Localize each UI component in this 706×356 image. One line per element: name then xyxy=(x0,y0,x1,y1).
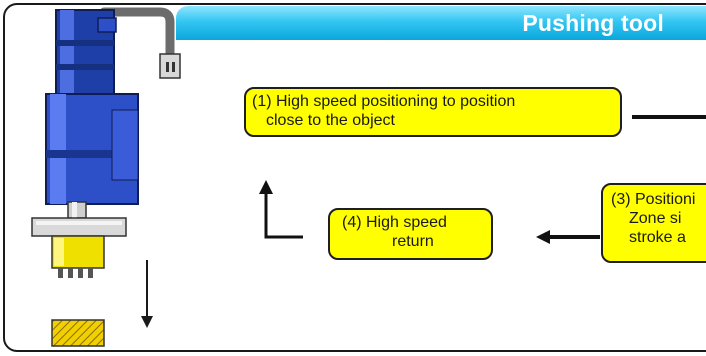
step-1-line-2: close to the object xyxy=(266,112,395,129)
tool-flange xyxy=(31,217,127,237)
step-1-note: (1) High speed positioning to position c… xyxy=(244,87,622,137)
cable-connector xyxy=(159,53,181,79)
step-4-note: (4) High speed return xyxy=(328,208,493,260)
step-4-line-2: return xyxy=(392,233,434,250)
step-3-line-3: stroke a xyxy=(629,229,686,246)
diagram-title: Pushing tool xyxy=(522,10,664,36)
pushing-direction-arrow xyxy=(141,260,153,328)
motor-cable xyxy=(99,7,175,56)
step-3-line-2: Zone si xyxy=(629,210,682,227)
title-bar: Pushing tool xyxy=(176,6,706,40)
workpiece xyxy=(51,319,105,347)
actuator-illustration xyxy=(31,7,181,278)
step-3-note: (3) Positioni Zone si stroke a xyxy=(601,183,706,263)
flow-arrow-step4-to-step1 xyxy=(259,180,303,239)
flow-arrow-step3-to-step4 xyxy=(536,230,600,244)
step-4-line-1: (4) High speed xyxy=(342,214,447,231)
step-3-line-1: (3) Positioni xyxy=(611,191,696,208)
step-1-line-1: (1) High speed positioning to position xyxy=(252,93,516,110)
